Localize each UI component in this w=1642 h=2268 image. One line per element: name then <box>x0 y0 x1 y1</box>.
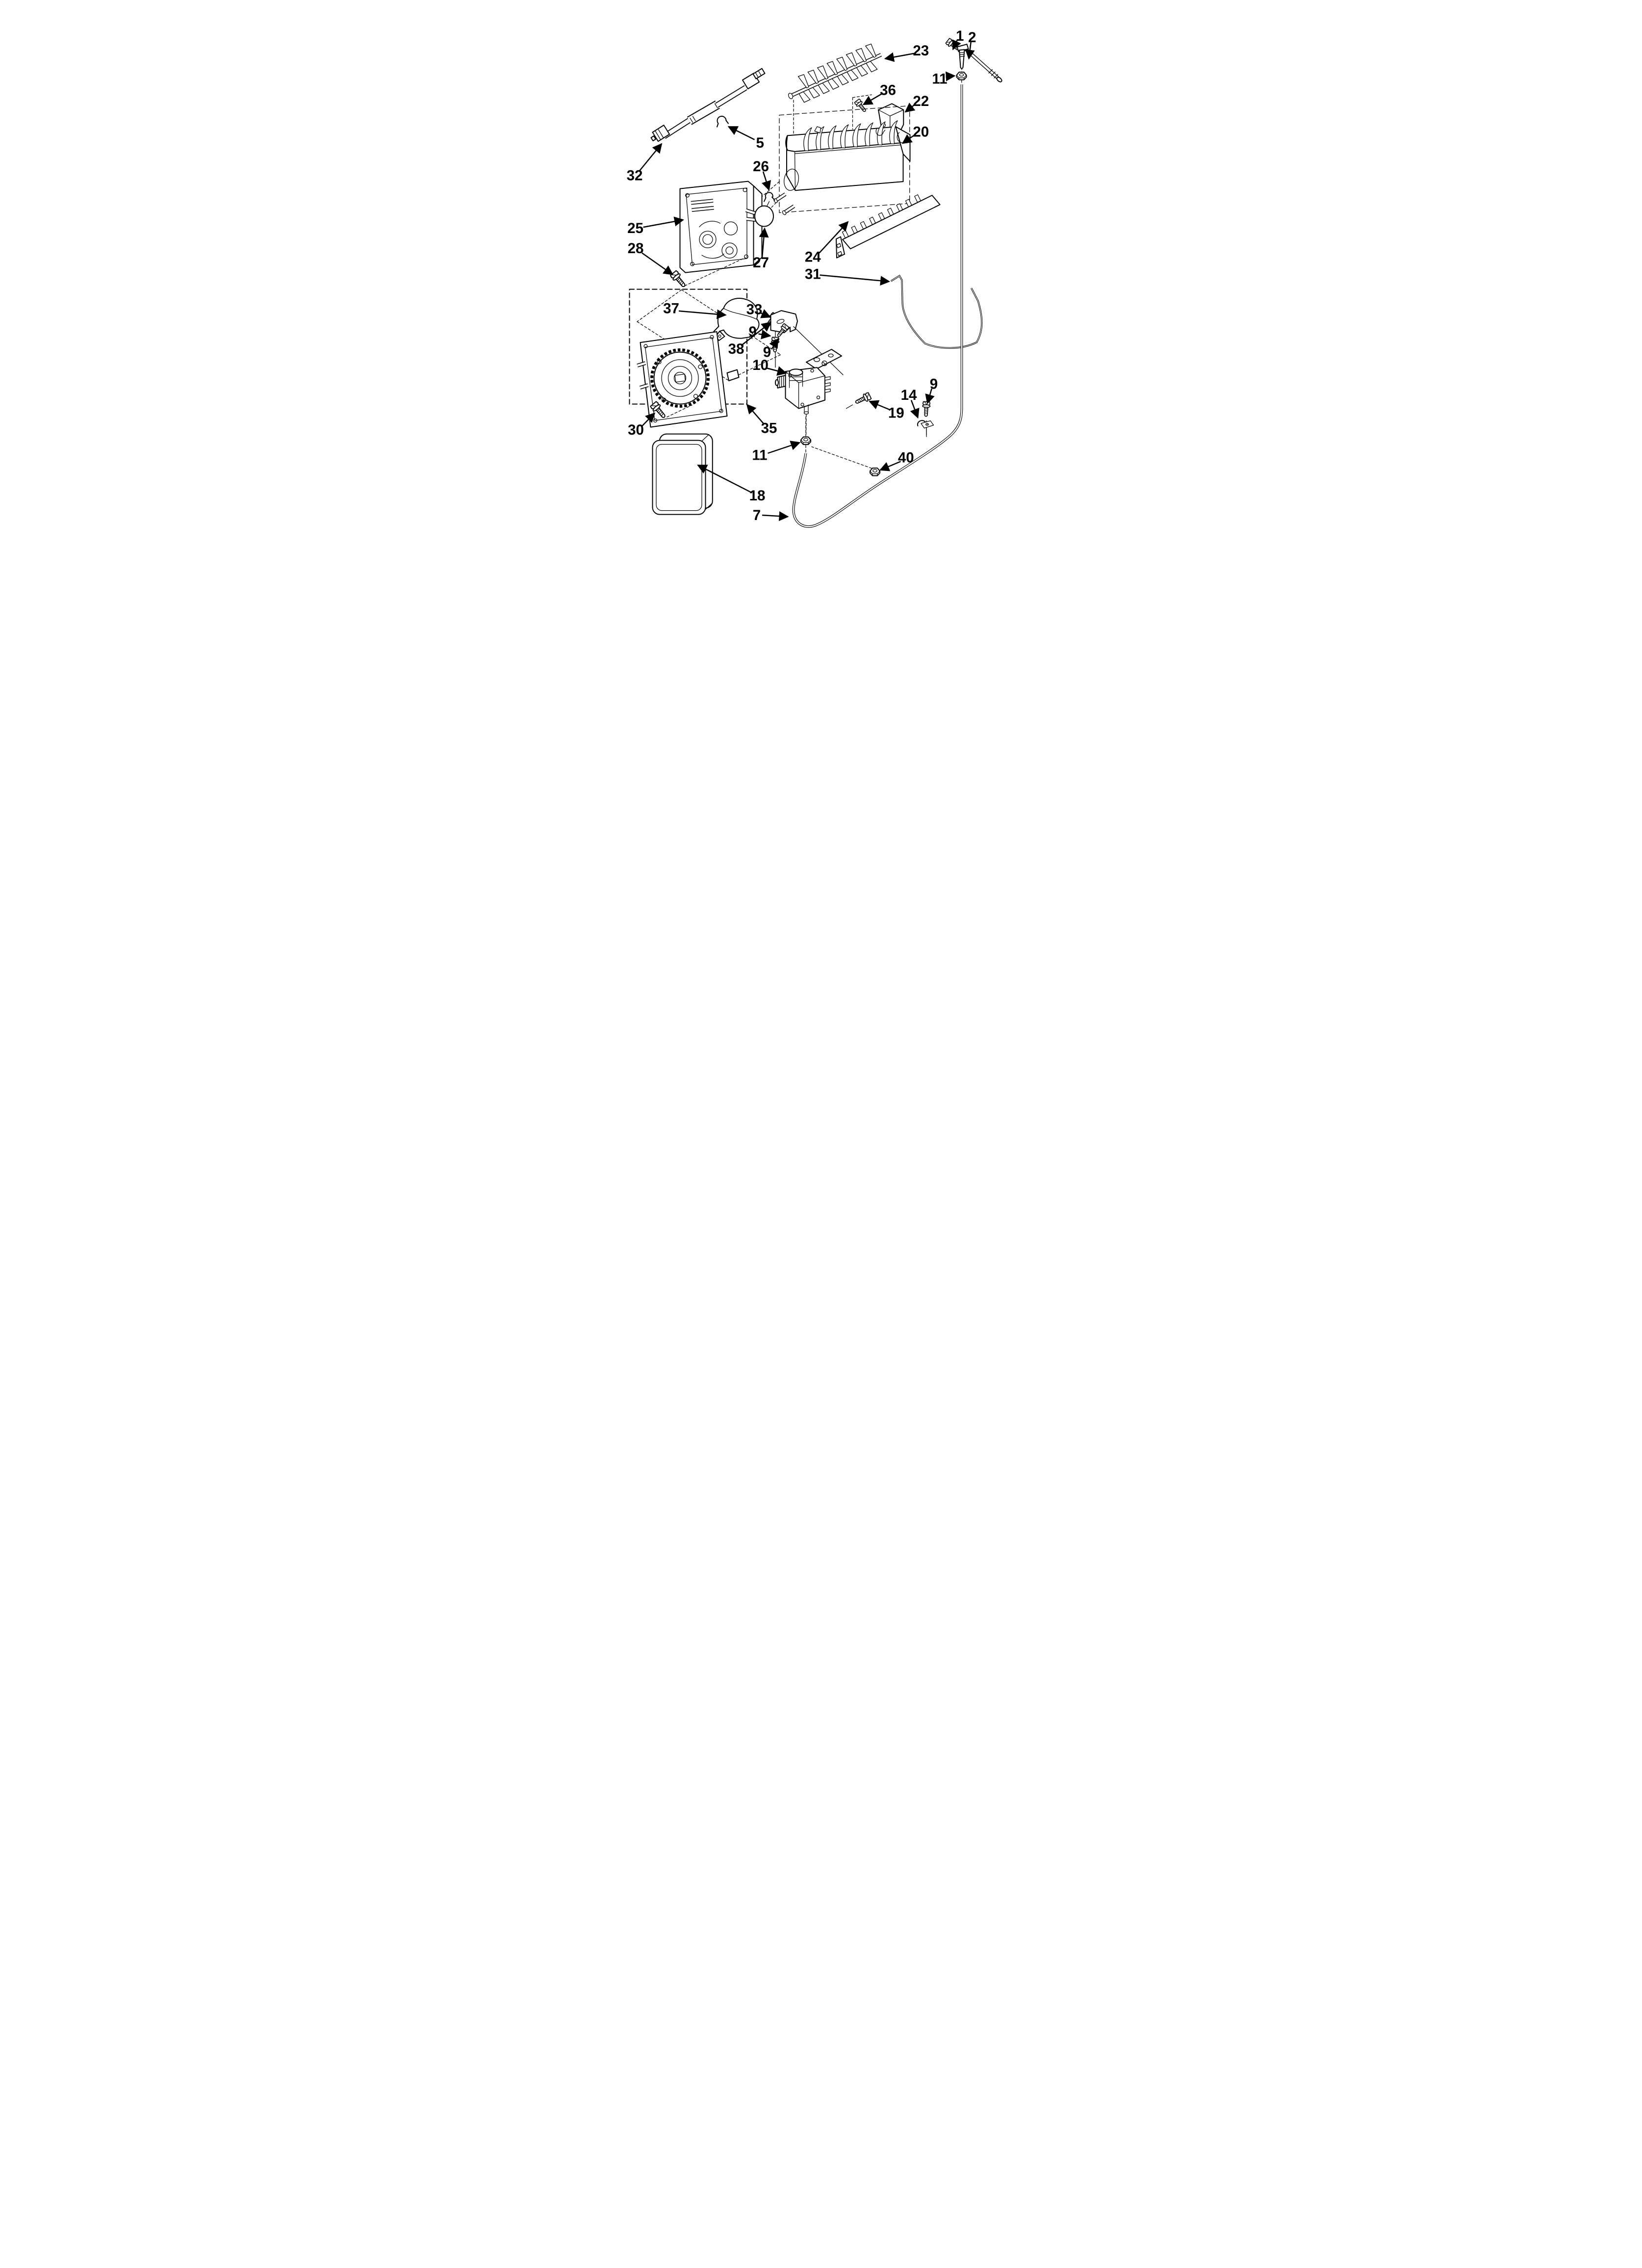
part-31-shutoff-arm <box>890 274 982 349</box>
callout-arrow-40-27 <box>879 461 901 471</box>
part-18-cover <box>652 433 713 515</box>
callout-arrow-28-11 <box>641 252 673 275</box>
callout-arrow-38-18 <box>740 321 771 346</box>
callout-label-25-10: 25 <box>627 220 643 236</box>
callout-label-11-3: 11 <box>932 71 947 87</box>
callout-arrow-36-4 <box>862 93 883 105</box>
callout-arrow-14-22 <box>910 400 919 419</box>
callout-arrow-18-28 <box>696 465 752 494</box>
callout-label-38-18: 38 <box>728 341 744 357</box>
callout-label-23-2: 23 <box>913 43 929 59</box>
callout-arrow-30-25 <box>641 412 655 427</box>
callout-arrow-11-26 <box>767 441 800 454</box>
callout-label-14-22: 14 <box>900 387 917 403</box>
callout-arrow-22-5 <box>904 103 915 113</box>
part-27-thermostat <box>745 205 774 227</box>
part-28-screw <box>669 257 745 290</box>
callout-label-22-5: 22 <box>913 93 929 109</box>
callout-label-9-21: 9 <box>929 376 937 392</box>
callout-arrow-23-2 <box>884 52 914 62</box>
callout-arrow-31-14 <box>819 274 890 286</box>
part-25-module-housing <box>679 181 762 273</box>
callout-label-9-17: 9 <box>748 324 756 340</box>
callout-label-7-29: 7 <box>752 507 760 523</box>
callout-arrow-32-7 <box>639 143 662 171</box>
part-11-nut-top <box>956 67 967 85</box>
callout-label-9-19: 9 <box>763 344 770 360</box>
part-26-clip <box>763 192 775 207</box>
callout-arrow-33-16 <box>759 309 771 318</box>
callout-label-37-15: 37 <box>663 300 679 316</box>
callout-arrow-25-10 <box>642 216 684 228</box>
part-33-cover <box>770 310 844 375</box>
callout-label-32-7: 32 <box>626 167 642 183</box>
part-35-gear-plate <box>636 331 739 428</box>
callout-arrow-26-9 <box>761 171 771 191</box>
part-23-auger <box>788 44 882 103</box>
callout-arrow-9-17 <box>758 329 771 339</box>
part-7-fill-tube-line <box>792 84 963 528</box>
callout-label-10-20: 10 <box>752 357 769 373</box>
callout-label-20-6: 20 <box>913 124 929 140</box>
part-36-screw <box>852 94 872 130</box>
diagram-canvas: 1223113622203252625282724313733938910914… <box>626 28 1002 528</box>
callout-arrow-24-13 <box>819 221 848 254</box>
part-10-water-valve <box>774 349 842 436</box>
callout-arrow-1-0 <box>951 39 961 51</box>
callout-arrow-2-1 <box>965 41 975 60</box>
callout-arrow-9-21 <box>924 388 935 405</box>
callout-arrow-37-15 <box>678 309 727 319</box>
part-37-motor <box>713 298 759 341</box>
callout-label-19-23: 19 <box>888 405 904 421</box>
part-14-tube-clamp <box>917 420 934 437</box>
callout-arrow-35-24 <box>746 404 764 424</box>
callout-label-35-24: 35 <box>761 420 777 436</box>
callout-label-11-26: 11 <box>752 447 767 463</box>
callout-label-33-16: 33 <box>746 301 762 317</box>
part-11-nut-bottom <box>800 417 811 453</box>
callout-label-28-11: 28 <box>627 240 643 257</box>
callout-label-36-4: 36 <box>880 82 896 98</box>
callout-arrow-5-8 <box>727 126 755 140</box>
callout-label-27-12: 27 <box>753 255 769 271</box>
part-5-harness-clip <box>716 115 729 128</box>
callout-arrow-7-29 <box>762 511 789 521</box>
callout-label-30-25: 30 <box>628 422 644 438</box>
callout-label-2-1: 2 <box>968 29 976 46</box>
part-24-ice-stripper <box>835 194 940 259</box>
callout-label-26-9: 26 <box>753 158 769 175</box>
callout-arrow-10-20 <box>766 366 787 376</box>
callout-arrow-11-3 <box>945 71 955 81</box>
callout-arrow-27-12 <box>759 227 769 258</box>
part-32-wiring-harness <box>650 68 765 142</box>
callout-label-18-28: 18 <box>749 488 765 504</box>
callout-arrow-20-6 <box>901 134 915 144</box>
callout-label-31-14: 31 <box>804 266 821 282</box>
part-40-nut <box>811 446 880 476</box>
callout-arrow-19-23 <box>868 400 891 411</box>
callout-label-5-8: 5 <box>756 135 764 151</box>
callout-label-40-27: 40 <box>898 449 914 466</box>
callout-arrow-9-19 <box>769 338 779 350</box>
callout-label-24-13: 24 <box>804 249 821 265</box>
part-19-screw <box>846 391 872 409</box>
part-20-icemaker-body <box>746 100 910 227</box>
callout-label-1-0: 1 <box>956 28 964 44</box>
part-30-screw <box>649 400 693 421</box>
